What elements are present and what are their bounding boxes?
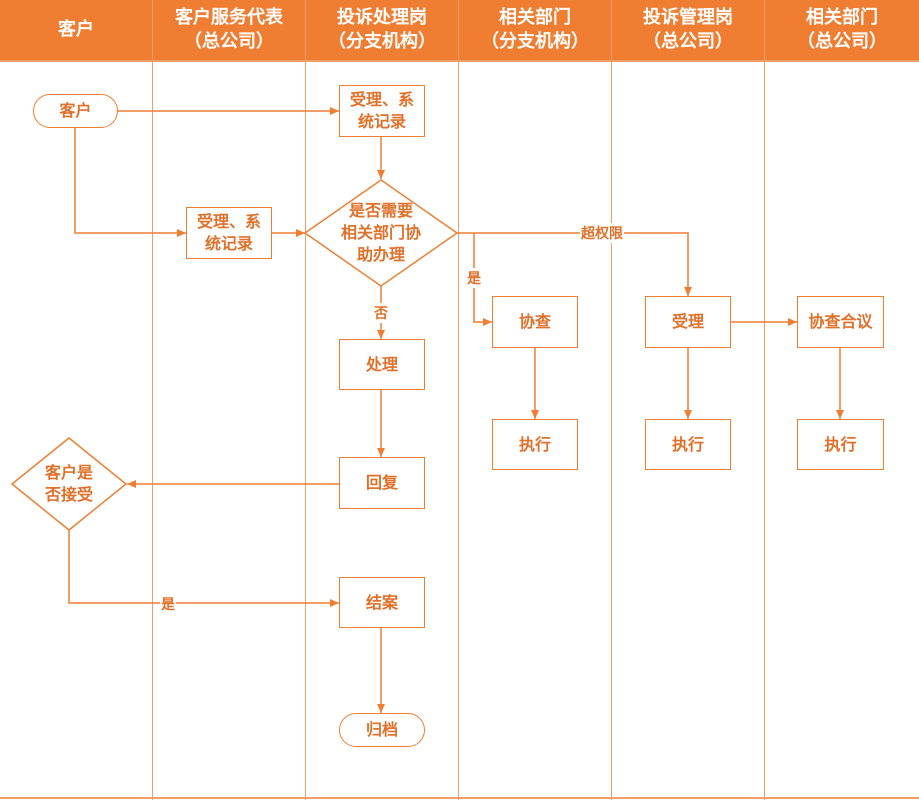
node-label: 相关部门协 xyxy=(340,223,421,242)
decision-need-assist: 是否需要 相关部门协 助办理 xyxy=(305,180,457,286)
reply-box: 回复 xyxy=(339,457,425,509)
lane-divider xyxy=(152,0,153,800)
node-label: 受理、系 xyxy=(196,212,261,231)
lane-divider xyxy=(611,0,612,800)
lane-title: 相关部门 xyxy=(806,7,878,28)
close-case-box: 结案 xyxy=(339,577,425,628)
lane-title: 相关部门 xyxy=(499,7,571,28)
lane-subtitle: （分支机构） xyxy=(328,31,436,52)
edge-label-yes-accept: 是 xyxy=(160,594,176,614)
lane-divider xyxy=(458,0,459,800)
node-label: 是否需要 xyxy=(348,201,413,220)
node-label: 受理 xyxy=(671,312,704,331)
bottom-border xyxy=(0,797,919,799)
edge-decision-to-investigate xyxy=(473,233,492,326)
exec-branch-dept-box: 执行 xyxy=(492,419,578,470)
lane-header-cs-rep: 客户服务代表 （总公司） xyxy=(153,0,305,60)
lane-subtitle: （总公司） xyxy=(184,31,274,52)
lane-divider xyxy=(764,0,765,800)
lane-divider xyxy=(305,0,306,800)
exec-hq-dept-box: 执行 xyxy=(797,419,884,470)
lane-header-hq-dept: 相关部门 （总公司） xyxy=(765,0,919,60)
node-label: 协查 xyxy=(518,312,551,331)
decision-customer-accept: 客户是 否接受 xyxy=(12,438,126,530)
edge-label-over-limit: 超权限 xyxy=(580,223,624,243)
record-branch-box: 受理、系 统记录 xyxy=(339,85,425,137)
lane-title: 客户服务代表 xyxy=(175,7,283,28)
node-label: 执行 xyxy=(824,434,857,454)
accept-mgmt-box: 受理 xyxy=(645,296,731,348)
lane-title: 投诉管理岗 xyxy=(643,7,733,28)
node-label: 受理、系 xyxy=(349,90,414,109)
node-label: 助办理 xyxy=(356,245,405,264)
lane-header-complaint-mgmt: 投诉管理岗 （总公司） xyxy=(612,0,764,60)
lane-header-complaint-handler: 投诉处理岗 （分支机构） xyxy=(306,0,458,60)
exec-mgmt-box: 执行 xyxy=(645,419,731,470)
archive-terminal: 归档 xyxy=(339,713,425,747)
node-label: 统记录 xyxy=(204,234,253,253)
lane-title: 投诉处理岗 xyxy=(337,7,427,28)
lane-header-customer: 客户 xyxy=(0,0,152,60)
lane-subtitle: （总公司） xyxy=(797,31,887,52)
lane-title: 客户 xyxy=(58,19,94,40)
joint-review-box: 协查合议 xyxy=(797,296,884,348)
investigate-box: 协查 xyxy=(492,296,578,348)
edge-customer-to-record-hq xyxy=(74,128,186,237)
node-label: 客户是 xyxy=(44,463,93,482)
node-label: 结案 xyxy=(365,592,398,612)
lane-subtitle: （分支机构） xyxy=(481,31,589,52)
process-box: 处理 xyxy=(339,339,425,390)
node-label: 执行 xyxy=(518,434,551,454)
edge-decision-to-accept-mgmt xyxy=(457,232,692,296)
node-label: 处理 xyxy=(365,354,398,374)
edge-label-yes-assist: 是 xyxy=(466,268,482,288)
lane-subtitle: （总公司） xyxy=(643,31,733,52)
node-label: 回复 xyxy=(365,473,398,492)
node-label: 统记录 xyxy=(357,112,406,131)
start-customer: 客户 xyxy=(33,94,118,128)
node-label: 否接受 xyxy=(44,485,93,504)
edge-label-no-assist: 否 xyxy=(373,303,389,323)
node-label: 执行 xyxy=(671,434,704,454)
record-hq-box: 受理、系 统记录 xyxy=(186,207,272,259)
lane-header-branch-dept: 相关部门 （分支机构） xyxy=(459,0,611,60)
node-label: 协查合议 xyxy=(808,312,873,331)
header-divider xyxy=(0,60,919,62)
edge-customer-accept-to-close xyxy=(68,530,339,607)
node-label: 客户 xyxy=(59,101,92,120)
node-label: 归档 xyxy=(365,720,398,739)
